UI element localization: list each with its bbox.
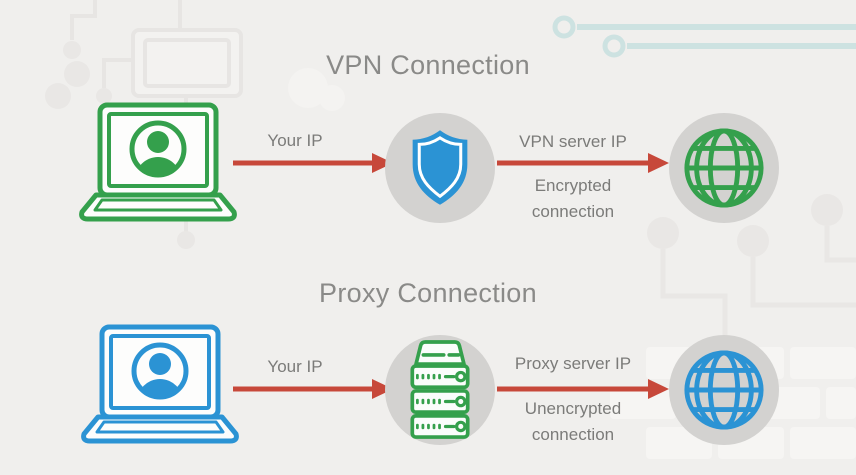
user-avatar-icon	[135, 131, 181, 173]
vpn-shield-icon	[412, 130, 468, 205]
arrow-right-icon	[497, 153, 669, 173]
user-avatar-icon	[137, 353, 183, 395]
internet-node	[669, 113, 779, 223]
teal-circuit-lines	[552, 15, 856, 58]
client-laptop-icon	[79, 102, 237, 222]
connection-label-line2: connection	[531, 425, 615, 444]
arrow-right-icon	[497, 379, 669, 399]
unencrypted-connection-label: Unencrypted connection	[495, 396, 651, 448]
proxy-server-node	[385, 335, 495, 445]
your-ip-label: Your IP	[267, 357, 323, 376]
connection-label-line1: Unencrypted	[524, 399, 622, 418]
internet-node	[669, 335, 779, 445]
arrow-right-icon	[233, 153, 393, 173]
client-laptop-icon	[81, 324, 239, 444]
arrow-right-icon	[233, 379, 393, 399]
proxy-server-icon	[410, 340, 470, 439]
your-ip-label: Your IP	[267, 131, 323, 150]
trace-dots	[45, 41, 345, 249]
internet-globe-icon	[684, 128, 764, 208]
proxy-section-title: Proxy Connection	[319, 278, 537, 308]
vpn-section-title: VPN Connection	[326, 50, 530, 80]
internet-globe-icon	[684, 350, 764, 430]
connection-label-line2: connection	[531, 202, 615, 221]
encrypted-connection-label: Encrypted connection	[500, 173, 646, 225]
connection-label-line1: Encrypted	[534, 176, 612, 195]
proxy-server-ip-label: Proxy server IP	[514, 354, 632, 373]
right-circuit-pattern	[647, 194, 856, 340]
vpn-server-ip-label: VPN server IP	[519, 132, 627, 151]
vpn-server-node	[385, 113, 495, 223]
